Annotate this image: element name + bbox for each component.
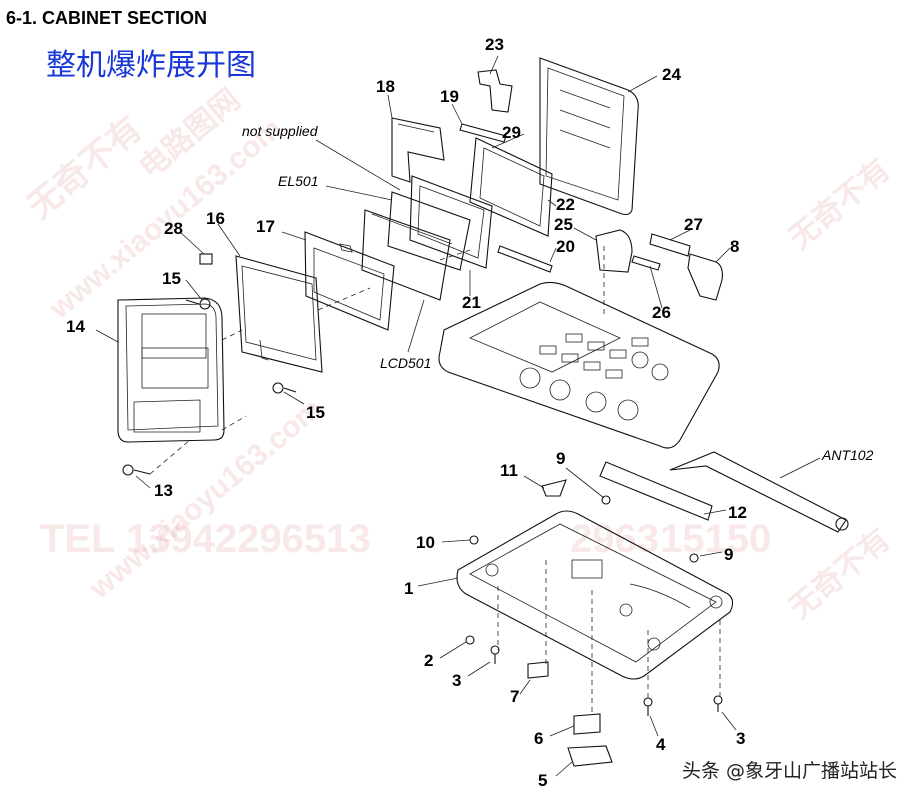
el501-label: EL501 xyxy=(278,173,318,189)
watermark-text: 无奇不有 xyxy=(783,523,896,625)
part-lcd501-panel xyxy=(361,209,453,301)
part-label: 6 xyxy=(534,729,543,748)
part-label: 5 xyxy=(538,771,547,790)
part-label: 15 xyxy=(162,269,181,288)
part-23-bracket xyxy=(477,69,513,113)
part-7-pad xyxy=(527,661,549,679)
part-25-hinge xyxy=(595,229,633,273)
part-label: 28 xyxy=(164,219,183,238)
part-8-hinge-cap xyxy=(687,253,723,301)
watermark-text: 无奇不有 xyxy=(21,110,150,227)
watermark-text: www.xiaoyu163.com xyxy=(83,392,329,606)
part-28-pad xyxy=(199,253,213,265)
part-label: 3 xyxy=(452,671,461,690)
part-label: 8 xyxy=(730,237,739,256)
part-keypad-case xyxy=(438,281,720,449)
part-label: 21 xyxy=(462,293,481,312)
part-label: 7 xyxy=(510,687,519,706)
part-label: 20 xyxy=(556,237,575,256)
watermark-text: TEL 13942296513 xyxy=(40,517,371,561)
source-credit: 头条 @象牙山广播站站长 xyxy=(681,760,897,782)
part-labels: 23 24 18 19 29 not supplied EL501 22 25 … xyxy=(66,35,874,790)
watermark-layer: 无奇不有 电路图网 www.xiaoyu163.com www.xiaoyu16… xyxy=(21,83,897,625)
part-el501-backlight xyxy=(387,191,471,271)
watermark-text: 2963 xyxy=(570,517,659,561)
part-27-shaft xyxy=(649,233,691,257)
leader-lines xyxy=(95,55,821,777)
part-label: 12 xyxy=(728,503,747,522)
part-16-shield-plate xyxy=(235,255,323,373)
part-11-clip xyxy=(541,479,567,497)
alignment-lines xyxy=(149,246,721,716)
part-label: 14 xyxy=(66,317,85,336)
part-22-window-panel xyxy=(469,137,553,237)
ant102-label: ANT102 xyxy=(821,447,874,463)
part-label: 9 xyxy=(556,449,565,468)
part-label: 29 xyxy=(502,123,521,142)
part-1-bottom-case xyxy=(456,510,734,680)
watermark-text: 15150 xyxy=(660,517,771,561)
part-label: 2 xyxy=(424,651,433,670)
part-label: 17 xyxy=(256,217,275,236)
part-label: 25 xyxy=(554,215,573,234)
part-label: 11 xyxy=(500,461,518,480)
part-label: 19 xyxy=(440,87,459,106)
part-21-holder xyxy=(409,175,493,269)
part-label: 24 xyxy=(662,65,681,84)
part-label: 18 xyxy=(376,77,395,96)
part-24-top-cover xyxy=(539,57,639,216)
part-label: 3 xyxy=(736,729,745,748)
part-label: 16 xyxy=(206,209,225,228)
part-ant102-antenna xyxy=(669,451,849,533)
part-label: 23 xyxy=(485,35,504,54)
part-14-front-cover xyxy=(117,297,225,443)
not-supplied-label: not supplied xyxy=(242,123,319,139)
part-18-flex-cable xyxy=(391,117,445,183)
part-17-lcd-frame xyxy=(304,231,395,331)
part-19-strip xyxy=(459,123,507,143)
watermark-text: 无奇不有 xyxy=(783,153,896,255)
lcd501-label: LCD501 xyxy=(380,355,431,371)
part-26-pin xyxy=(631,255,661,271)
part-20-strip xyxy=(497,245,553,273)
part-label: 4 xyxy=(656,735,666,754)
part-6-cover xyxy=(573,713,601,735)
part-12-bracket xyxy=(599,461,713,521)
part-label: 9 xyxy=(724,545,733,564)
part-5-lid xyxy=(567,745,613,767)
chinese-title: 整机爆炸展开图 xyxy=(46,48,256,83)
part-label: 22 xyxy=(556,195,575,214)
part-label: 1 xyxy=(404,579,413,598)
part-label: 10 xyxy=(416,533,435,552)
part-screws xyxy=(122,253,723,767)
part-label: 15 xyxy=(306,403,325,422)
section-title: 6-1. CABINET SECTION xyxy=(6,8,208,28)
part-label: 13 xyxy=(154,481,173,500)
part-label: 27 xyxy=(684,215,703,234)
part-label: 26 xyxy=(652,303,671,322)
